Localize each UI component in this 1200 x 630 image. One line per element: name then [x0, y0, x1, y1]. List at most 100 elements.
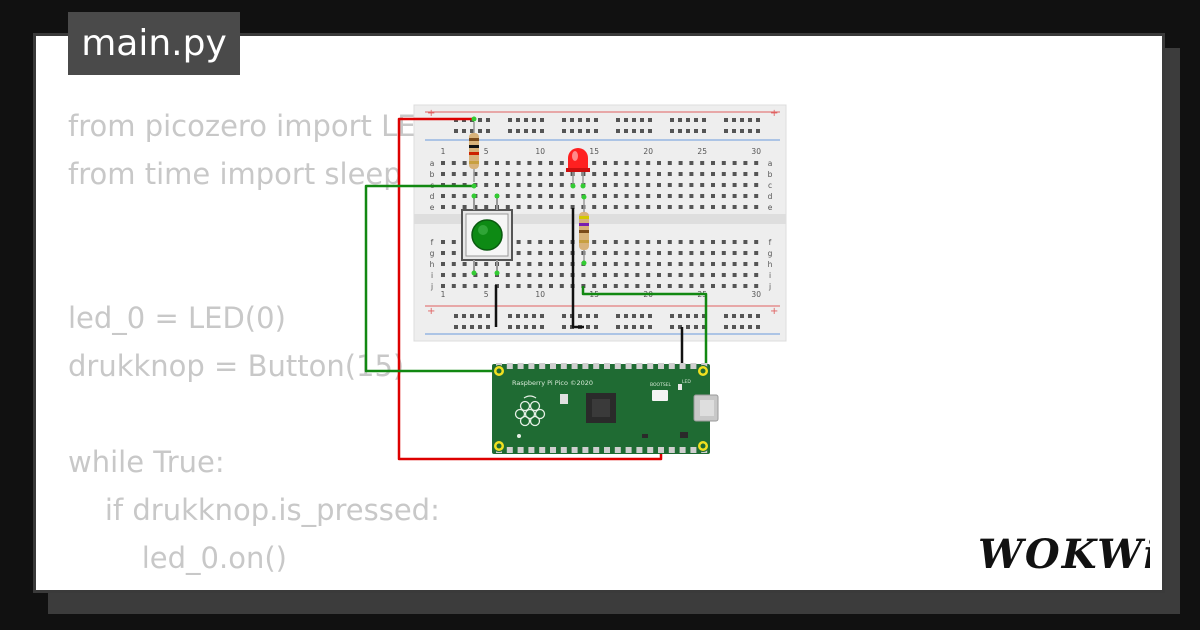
breadboard-hole [527, 262, 532, 266]
breadboard-hole [505, 205, 510, 209]
breadboard-hole [586, 118, 590, 122]
resistor-2 [579, 198, 589, 262]
breadboard-hole [711, 183, 715, 187]
breadboard-hole [754, 284, 759, 288]
breadboard-hole [624, 273, 629, 277]
breadboard-hole [586, 129, 590, 133]
wire-green-led [581, 286, 708, 378]
breadboard-hole [570, 129, 574, 133]
breadboard-hole [527, 240, 532, 244]
breadboard-hole [732, 118, 736, 122]
pico-bootsel-label: BOOTSEL [650, 382, 672, 388]
breadboard-hole [505, 262, 510, 266]
breadboard-hole [578, 118, 582, 122]
column-number-top: 15 [589, 147, 599, 156]
push-button[interactable] [461, 198, 513, 272]
breadboard-hole [711, 262, 715, 266]
breadboard-hole [578, 129, 582, 133]
breadboard-hole [562, 118, 566, 122]
pico-pin [679, 447, 686, 453]
breadboard-hole [678, 284, 683, 288]
breadboard-hole [721, 161, 726, 165]
breadboard-hole [743, 251, 748, 255]
breadboard-hole [635, 183, 640, 187]
breadboard-hole [754, 273, 759, 277]
breadboard-hole [451, 262, 456, 266]
breadboard-hole [549, 262, 553, 266]
breadboard-hole [711, 273, 715, 277]
breadboard-hole [700, 284, 705, 288]
breadboard-hole [711, 240, 715, 244]
breadboard-hole [486, 325, 490, 329]
breadboard-hole [549, 284, 553, 288]
breadboard-hole [486, 118, 490, 122]
breadboard-hole [646, 172, 651, 176]
breadboard-hole [562, 314, 566, 318]
breadboard-hole [570, 205, 575, 209]
code-line: drukknop = Button(15) [68, 349, 405, 383]
breadboard-hole [538, 172, 543, 176]
breadboard-hole [516, 314, 520, 318]
breadboard-hole [538, 183, 543, 187]
breadboard-hole [632, 314, 636, 318]
column-number-top: 20 [643, 147, 653, 156]
breadboard-hole [495, 172, 499, 176]
breadboard-hole [657, 251, 661, 255]
breadboard-hole [689, 262, 694, 266]
breadboard-hole [462, 325, 466, 329]
column-number-top: 5 [484, 147, 489, 156]
breadboard-hole [711, 172, 715, 176]
breadboard-hole [613, 251, 618, 255]
breadboard-hole [670, 325, 674, 329]
breadboard-hole [657, 205, 661, 209]
breadboard-hole [678, 161, 683, 165]
pico-led-label: LED [682, 379, 691, 385]
breadboard-hole [559, 284, 564, 288]
breadboard-hole [516, 273, 521, 277]
breadboard-hole [616, 118, 620, 122]
breadboard-hole [689, 205, 694, 209]
breadboard-hole [646, 194, 651, 198]
breadboard-hole [678, 240, 683, 244]
breadboard-hole [632, 118, 636, 122]
file-tab-main-py[interactable]: main.py [68, 12, 240, 75]
resistor-1 [469, 122, 479, 182]
raspberry-pi-pico: Raspberry Pi Pico ©2020 BOOTSEL LED [492, 363, 719, 454]
breadboard-hole [711, 205, 715, 209]
breadboard-hole [694, 314, 698, 318]
breadboard-hole [454, 314, 458, 318]
breadboard-hole [592, 240, 597, 244]
breadboard-hole [478, 129, 482, 133]
breadboard-hole [678, 194, 683, 198]
breadboard-hole [711, 194, 715, 198]
breadboard-hole [451, 205, 456, 209]
row-letter-right: j [768, 282, 771, 291]
breadboard-hole [678, 172, 683, 176]
breadboard-hole [505, 172, 510, 176]
breadboard-hole [657, 161, 661, 165]
breadboard-hole [740, 325, 744, 329]
bootsel-button[interactable] [652, 390, 668, 401]
code-line: if drukknop.is_pressed: [68, 493, 440, 527]
wires [364, 117, 708, 461]
breadboard-hole [616, 314, 620, 318]
breadboard-hole [549, 183, 553, 187]
pico-pin [604, 447, 610, 453]
column-number-top: 25 [697, 147, 707, 156]
breadboard-hole [686, 314, 690, 318]
breadboard-hole [657, 240, 661, 244]
breadboard-hole [559, 161, 564, 165]
pico-pin [528, 447, 535, 453]
column-number-top: 10 [535, 147, 545, 156]
breadboard-hole [527, 183, 532, 187]
pico-pin [636, 363, 643, 369]
breadboard-hole [613, 262, 618, 266]
row-letter-right: a [768, 159, 773, 168]
breadboard-hole [462, 161, 467, 165]
breadboard-hole [700, 262, 705, 266]
breadboard-hole [516, 194, 521, 198]
breadboard-hole [451, 284, 456, 288]
breadboard-hole [748, 129, 752, 133]
breadboard-hole [721, 284, 726, 288]
